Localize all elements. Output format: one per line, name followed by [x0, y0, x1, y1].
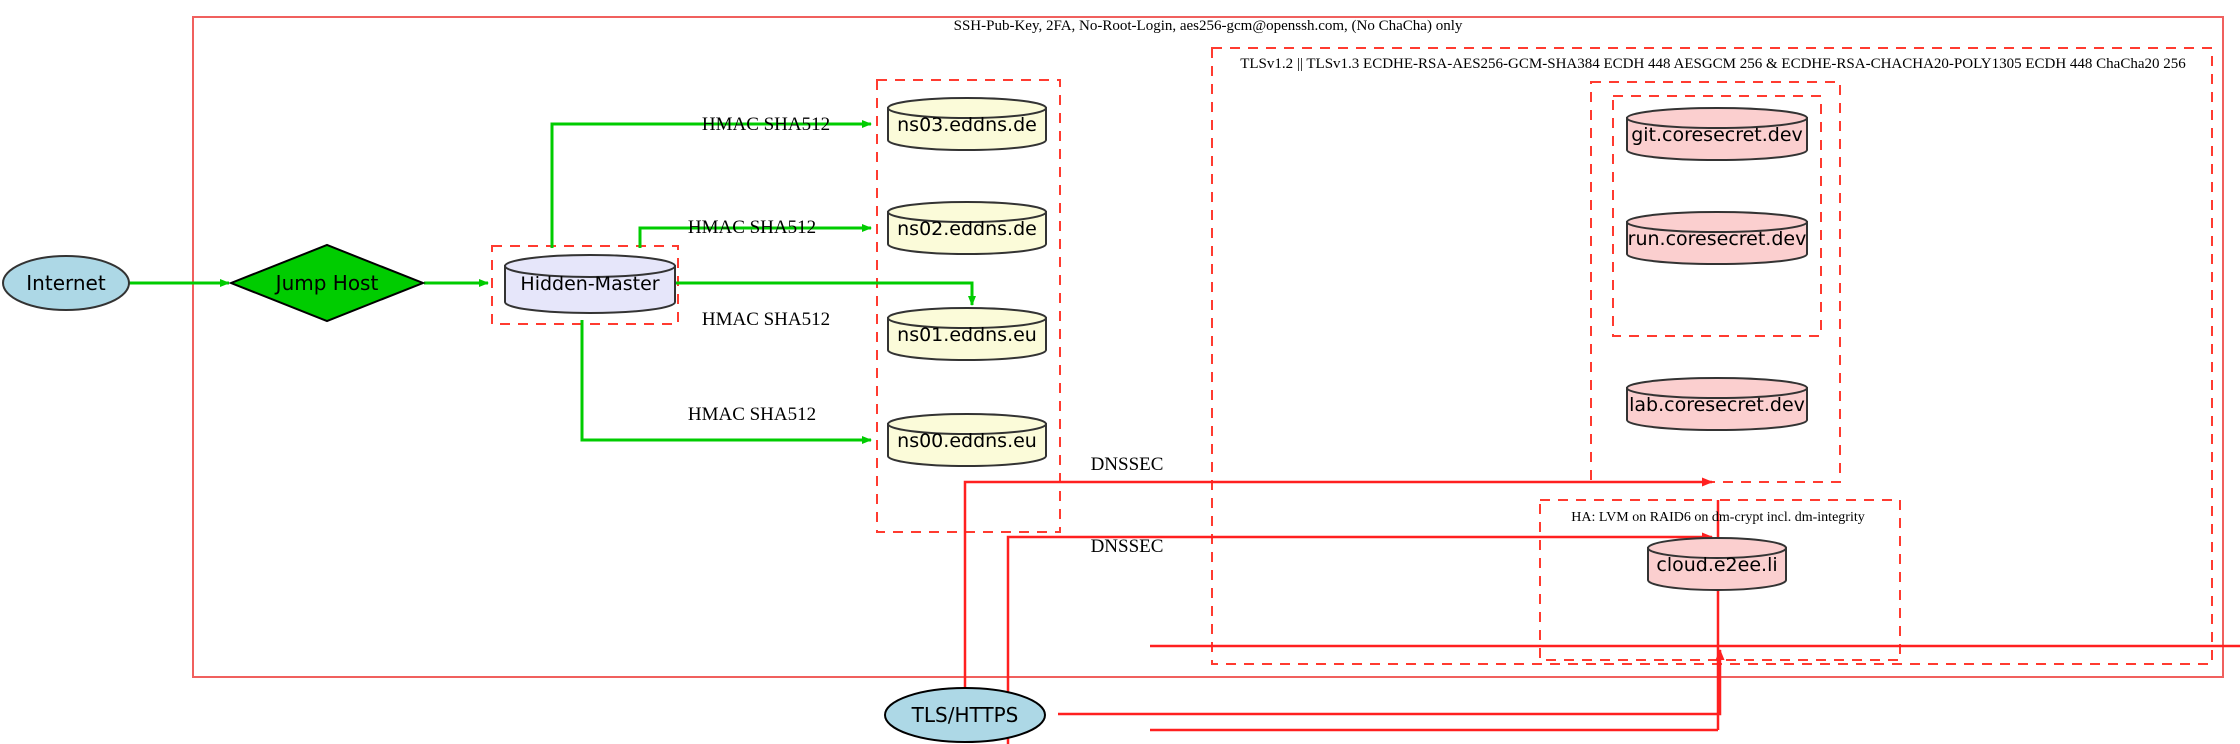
cluster-ha-zone-label: HA: LVM on RAID6 on dm-crypt incl. dm-in…: [1571, 510, 1864, 525]
edge-label-dnssec-upper: DNSSEC: [1091, 454, 1164, 475]
node-ns01-label: ns01.eddns.eu: [897, 324, 1037, 346]
node-ns02[interactable]: ns02.eddns.de: [887, 201, 1047, 255]
edge-label-hmac-ns03: HMAC SHA512: [702, 114, 830, 135]
node-internet-label: Internet: [26, 271, 106, 295]
node-tls-https-label: TLS/HTTPS: [911, 703, 1019, 727]
cluster-ha-zone: [1539, 499, 1901, 661]
node-lab-coresecret-label: lab.coresecret.dev: [1629, 394, 1805, 416]
node-internet[interactable]: Internet: [2, 255, 130, 311]
node-run-coresecret[interactable]: run.coresecret.dev: [1626, 211, 1808, 265]
cluster-ssh-zone-label: SSH-Pub-Key, 2FA, No-Root-Login, aes256-…: [954, 18, 1463, 34]
node-jump-host[interactable]: Jump Host: [228, 243, 426, 323]
edge-tlshttps-right-return: [1058, 649, 1725, 716]
node-ns03[interactable]: ns03.eddns.de: [887, 97, 1047, 151]
node-ns02-label: ns02.eddns.de: [897, 218, 1037, 240]
node-cloud-e2ee-label: cloud.e2ee.li: [1656, 554, 1777, 576]
node-hidden-master[interactable]: Hidden-Master: [504, 254, 676, 314]
edge-label-hmac-ns01: HMAC SHA512: [702, 309, 830, 330]
node-run-coresecret-label: run.coresecret.dev: [1628, 228, 1807, 250]
cluster-hidden-master-zone: [491, 245, 679, 325]
cluster-tls-zone-label: TLSv1.2 || TLSv1.3 ECDHE-RSA-AES256-GCM-…: [1240, 56, 2186, 72]
edge-label-hmac-ns02: HMAC SHA512: [688, 217, 816, 238]
node-git-coresecret[interactable]: git.coresecret.dev: [1626, 107, 1808, 161]
cluster-coresecret-zone: [1590, 81, 1841, 483]
node-lab-coresecret[interactable]: lab.coresecret.dev: [1626, 377, 1808, 431]
edge-tlshttps-dnssec-upper: [963, 477, 1713, 690]
node-git-coresecret-label: git.coresecret.dev: [1631, 124, 1803, 146]
cluster-dns-zone: [876, 79, 1061, 533]
edge-hiddenmaster-ns02: [638, 224, 872, 248]
edge-label-hmac-ns00: HMAC SHA512: [688, 404, 816, 425]
edge-hiddenmaster-ns03: [550, 120, 872, 248]
cluster-tls-zone: [1211, 47, 2213, 665]
node-cloud-e2ee[interactable]: cloud.e2ee.li: [1647, 537, 1787, 591]
node-jump-host-label: Jump Host: [274, 271, 379, 295]
node-ns01[interactable]: ns01.eddns.eu: [887, 307, 1047, 361]
node-tls-https[interactable]: TLS/HTTPS: [884, 687, 1046, 743]
edge-hiddenmaster-ns01: [676, 281, 976, 306]
cluster-coresecret-inner-zone: [1612, 95, 1822, 337]
edge-tlshttps-dnssec-lower: [1006, 532, 1713, 744]
edge-label-dnssec-lower: DNSSEC: [1091, 536, 1164, 557]
edge-hiddenmaster-ns00: [580, 320, 872, 444]
node-ns00[interactable]: ns00.eddns.eu: [887, 413, 1047, 467]
node-ns00-label: ns00.eddns.eu: [897, 430, 1037, 452]
node-ns03-label: ns03.eddns.de: [897, 114, 1037, 136]
cluster-ssh-zone: [192, 16, 2224, 678]
node-hidden-master-label: Hidden-Master: [520, 273, 659, 295]
